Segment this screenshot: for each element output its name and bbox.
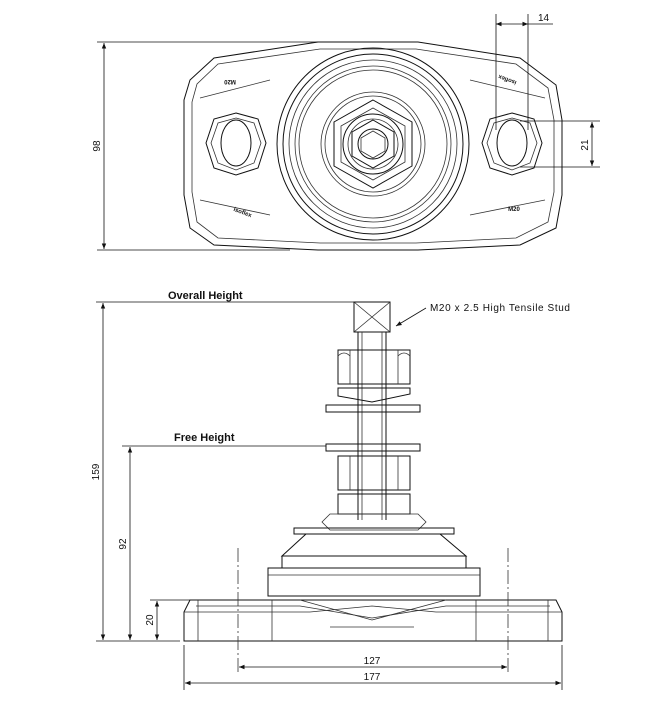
threaded-stud xyxy=(353,301,391,520)
overall-height-label: Overall Height xyxy=(168,290,243,302)
lower-flat-washer xyxy=(325,443,421,452)
stud-socket xyxy=(357,128,389,160)
left-mounting-hole xyxy=(205,112,267,176)
dim-overall-height: 159 xyxy=(91,301,354,642)
svg-text:159: 159 xyxy=(91,463,102,480)
right-mounting-hole xyxy=(481,112,543,176)
dim-hole-length: 21 xyxy=(520,120,600,168)
svg-text:92: 92 xyxy=(118,538,129,550)
base-plate xyxy=(183,599,563,642)
upper-flat-washer xyxy=(325,404,421,413)
svg-text:127: 127 xyxy=(364,656,381,667)
dim-hole-centres: 127 xyxy=(239,656,507,670)
central-dome xyxy=(276,47,470,241)
hex-collar xyxy=(321,493,427,531)
top-cap-plate xyxy=(293,527,455,535)
dim-free-height: 92 xyxy=(118,445,326,640)
svg-text:21: 21 xyxy=(580,139,591,151)
svg-text:177: 177 xyxy=(364,672,381,683)
spring-washer xyxy=(337,387,411,403)
base-outline xyxy=(183,41,563,251)
svg-text:98: 98 xyxy=(92,140,103,152)
svg-text:20: 20 xyxy=(145,614,156,626)
svg-text:14: 14 xyxy=(538,13,550,24)
svg-text:M20 x 2.5 High Tensile Stud: M20 x 2.5 High Tensile Stud xyxy=(430,303,571,314)
top-view: M20 isoflex isoflex M20 98 14 21 xyxy=(92,13,600,251)
marking-m20-bottom-right: M20 xyxy=(508,207,520,213)
marking-m20-top-left: M20 xyxy=(224,78,236,84)
upper-nut xyxy=(337,349,411,385)
dim-base-thickness: 20 xyxy=(145,599,190,640)
bell-body xyxy=(267,533,481,597)
base-outline-inner xyxy=(191,48,555,244)
marking-isoflex-top-right: isoflex xyxy=(497,73,518,85)
stud-callout: M20 x 2.5 High Tensile Stud xyxy=(395,303,571,327)
dim-base-length: 177 xyxy=(183,645,563,690)
dim-hole-width: 14 xyxy=(495,13,553,130)
hex-nut xyxy=(333,99,413,189)
lower-nut xyxy=(337,455,411,491)
dim-overall-depth: 98 xyxy=(92,41,318,251)
side-view: 159 Overall Height 92 Free Height 20 M20… xyxy=(91,290,571,690)
free-height-label: Free Height xyxy=(174,432,235,444)
